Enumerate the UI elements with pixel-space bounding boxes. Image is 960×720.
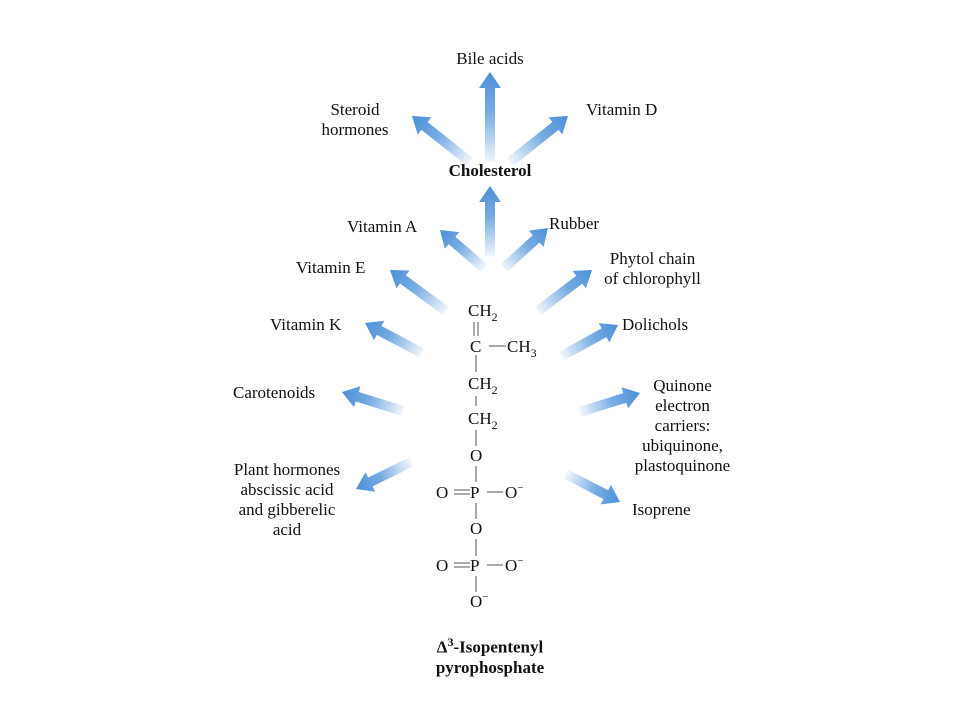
- label-vitamin-d: Vitamin D: [586, 100, 658, 119]
- label-carotenoids: Carotenoids: [233, 383, 316, 402]
- label-dolichols: Dolichols: [622, 315, 689, 334]
- arrow-to-steroid-hormones: [412, 116, 474, 166]
- isopentenyl-pyrophosphate-structure: [454, 322, 506, 592]
- label-vitamin-e: Vitamin E: [296, 258, 366, 277]
- label-phytol-chain: Phytol chain of chlorophyll: [590, 249, 715, 289]
- ch2-lower: CH2: [468, 409, 498, 432]
- oxygen-double-1: O: [436, 483, 448, 502]
- label-vitamin-k: Vitamin K: [270, 315, 342, 334]
- quinone-line-2: electron: [655, 396, 710, 415]
- oxygen-bridge: O: [470, 519, 482, 538]
- arrow-to-vitamin-k: [365, 320, 425, 358]
- phosphorus-2: P: [470, 556, 479, 575]
- arrow-to-vitamin-e: [390, 270, 449, 315]
- arrow-to-dolichols: [559, 323, 618, 361]
- steroid-line-1: Steroid: [330, 100, 380, 119]
- arrow-to-plant-hormones: [356, 457, 414, 492]
- arrow-to-carotenoids: [342, 386, 405, 416]
- phytol-line-2: of chlorophyll: [604, 269, 701, 288]
- ch3-group: CH3: [507, 337, 537, 360]
- ch2-middle: CH2: [468, 374, 498, 397]
- plant-line-1: Plant hormones: [233, 460, 341, 479]
- arrow-to-cholesterol: [479, 186, 501, 256]
- quinone-line-1: Quinone: [653, 376, 712, 395]
- structure-atoms: CH2 C CH3 CH2 CH2 O O P O− O O P O− O−: [436, 301, 537, 611]
- arrow-to-bile-acids: [479, 72, 501, 162]
- label-rubber: Rubber: [549, 214, 600, 233]
- steroid-line-2: hormones: [321, 120, 389, 139]
- title-line-1: Δ3-Isopentenyl: [436, 635, 544, 657]
- oxygen-minus-1: O−: [505, 482, 524, 502]
- arrow-to-vitamin-d: [506, 116, 568, 166]
- arrow-to-phytol-chain: [535, 270, 592, 315]
- arrow-to-rubber: [500, 228, 548, 272]
- plant-line-2: abscissic acid: [240, 480, 334, 499]
- oxygen-double-2: O: [436, 556, 448, 575]
- label-isoprene: Isoprene: [632, 500, 691, 519]
- ch2-top: CH2: [468, 301, 498, 324]
- label-cholesterol: Cholesterol: [448, 161, 532, 180]
- phosphorus-1: P: [470, 483, 479, 502]
- label-vitamin-a: Vitamin A: [347, 217, 418, 236]
- plant-line-3: and gibberelic: [238, 500, 336, 519]
- phytol-line-1: Phytol chain: [609, 249, 696, 268]
- plant-line-4: acid: [272, 520, 302, 539]
- quinone-line-3: carriers:: [654, 416, 711, 435]
- quinone-line-4: ubiquinone,: [642, 436, 723, 455]
- arrow-to-isoprene: [563, 469, 620, 505]
- arrow-to-vitamin-a: [440, 230, 488, 272]
- oxygen-1: O: [470, 446, 482, 465]
- label-isopentenyl-pyrophosphate: Δ3-Isopentenyl pyrophosphate: [390, 632, 590, 678]
- label-bile-acids: Bile acids: [456, 49, 524, 68]
- oxygen-minus-2: O−: [505, 555, 524, 575]
- carbon-atom: C: [470, 337, 481, 356]
- label-plant-hormones: Plant hormones abscissic acid and gibber…: [212, 460, 362, 540]
- title-line-2: pyrophosphate: [435, 657, 545, 677]
- arrow-to-quinone-carriers: [578, 387, 640, 417]
- label-steroid-hormones: Steroid hormones: [305, 100, 405, 140]
- oxygen-minus-3: O−: [470, 591, 489, 611]
- label-quinone-carriers: Quinone electron carriers: ubiquinone, p…: [615, 376, 750, 476]
- quinone-line-5: plastoquinone: [634, 456, 731, 475]
